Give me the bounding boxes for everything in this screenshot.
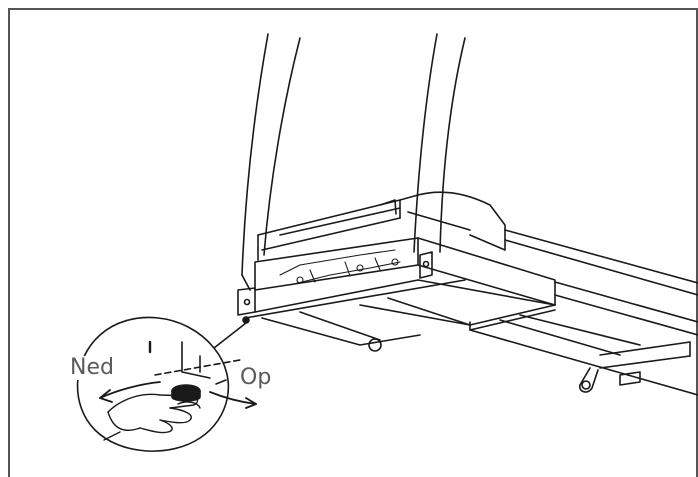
label-ned: Ned [68, 355, 116, 380]
detail-circle [76, 316, 230, 452]
right-upright [413, 33, 466, 253]
rotation-arrows [99, 379, 257, 409]
frame-border [8, 8, 698, 477]
motor-hood [257, 191, 506, 261]
base-frame [237, 237, 556, 352]
callout-pointer [213, 316, 250, 349]
label-op: Op [238, 365, 274, 390]
left-upright [241, 33, 301, 291]
side-rails [469, 229, 698, 396]
hand-icon [103, 393, 201, 441]
motor-details [279, 249, 401, 286]
